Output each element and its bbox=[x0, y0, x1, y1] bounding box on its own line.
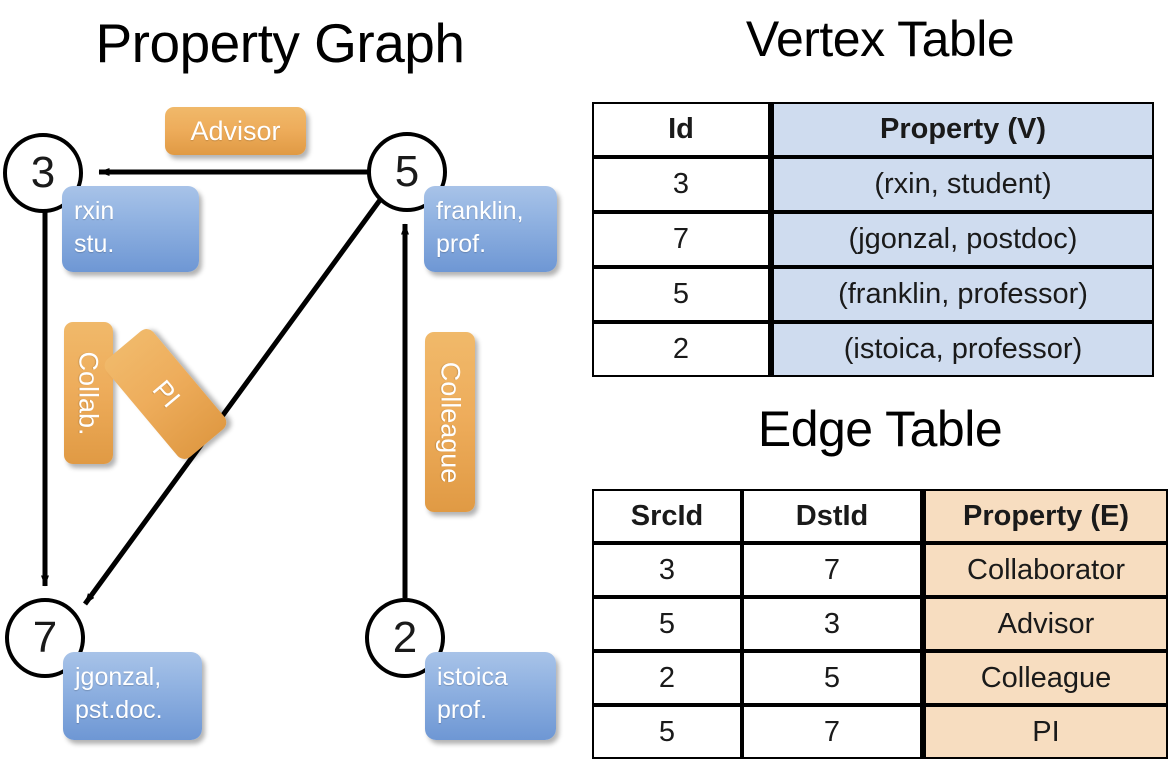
edge-table-cell-dstid: 3 bbox=[742, 597, 922, 651]
table-row: 5 3 Advisor bbox=[592, 597, 1168, 651]
vertex-callout-istoica: istoica prof. bbox=[425, 652, 556, 740]
vertex-table-cell-id: 7 bbox=[592, 212, 770, 267]
edge-table-cell-property: Collaborator bbox=[922, 543, 1168, 597]
vertex-table-cell-property: (franklin, professor) bbox=[770, 267, 1154, 322]
vertex-callout-franklin: franklin, prof. bbox=[424, 186, 557, 272]
table-header-row: Id Property (V) bbox=[592, 102, 1154, 157]
vertex-callout-rxin-line1: rxin bbox=[74, 197, 115, 225]
edge-table-cell-srcid: 5 bbox=[592, 705, 742, 759]
edge-table-cell-property: Advisor bbox=[922, 597, 1168, 651]
vertex-table: Id Property (V) 3 (rxin, student) 7 (jgo… bbox=[592, 102, 1154, 377]
section-title-edge-table: Edge Table bbox=[757, 401, 1003, 457]
vertex-table-cell-id: 2 bbox=[592, 322, 770, 377]
edge-table-cell-srcid: 3 bbox=[592, 543, 742, 597]
edge-table-cell-dstid: 7 bbox=[742, 543, 922, 597]
edge-line-pi bbox=[82, 198, 383, 606]
page-title-property-graph: Property Graph bbox=[95, 12, 465, 74]
table-header-row: SrcId DstId Property (E) bbox=[592, 489, 1168, 543]
edge-table-cell-dstid: 5 bbox=[742, 651, 922, 705]
table-row: 5 7 PI bbox=[592, 705, 1168, 759]
edge-table: SrcId DstId Property (E) 3 7 Collaborato… bbox=[592, 489, 1168, 759]
edge-table-cell-dstid: 7 bbox=[742, 705, 922, 759]
edge-callout-colleague: Colleague bbox=[425, 332, 475, 512]
vertex-callout-jgonzal-line2: pst.doc. bbox=[75, 695, 163, 724]
edge-table-cell-srcid: 2 bbox=[592, 651, 742, 705]
graph-node-2[interactable]: 2 bbox=[365, 598, 445, 678]
table-row: 7 (jgonzal, postdoc) bbox=[592, 212, 1154, 267]
table-row: 5 (franklin, professor) bbox=[592, 267, 1154, 322]
edge-callout-advisor-text: Advisor bbox=[190, 115, 281, 146]
vertex-table-cell-property: (jgonzal, postdoc) bbox=[770, 212, 1154, 267]
edge-table-header-srcid: SrcId bbox=[592, 489, 742, 543]
vertex-callout-franklin-line1: franklin, bbox=[436, 197, 524, 225]
edge-table-cell-srcid: 5 bbox=[592, 597, 742, 651]
table-row: 2 5 Colleague bbox=[592, 651, 1168, 705]
edge-callout-colleague-text: Colleague bbox=[435, 361, 466, 483]
edge-callout-pi-text: PI bbox=[146, 374, 186, 414]
vertex-table-header-property: Property (V) bbox=[770, 102, 1154, 157]
edge-callout-collab: Collab. bbox=[64, 322, 113, 464]
vertex-callout-rxin-line2: stu. bbox=[74, 229, 115, 258]
edge-table-header-property: Property (E) bbox=[922, 489, 1168, 543]
edge-table-cell-property: Colleague bbox=[922, 651, 1168, 705]
vertex-callout-franklin-line2: prof. bbox=[436, 229, 487, 258]
vertex-callout-istoica-line1: istoica bbox=[437, 663, 508, 691]
table-row: 2 (istoica, professor) bbox=[592, 322, 1154, 377]
vertex-table-cell-property: (rxin, student) bbox=[770, 157, 1154, 212]
vertex-table-cell-id: 3 bbox=[592, 157, 770, 212]
table-row: 3 7 Collaborator bbox=[592, 543, 1168, 597]
edge-callout-advisor: Advisor bbox=[165, 107, 306, 155]
graph-edges-layer bbox=[41, 168, 409, 606]
edge-table-header-dstid: DstId bbox=[742, 489, 922, 543]
edge-table-cell-property: PI bbox=[922, 705, 1168, 759]
vertex-table-header-id: Id bbox=[592, 102, 770, 157]
vertex-callout-rxin: rxin stu. bbox=[62, 186, 199, 272]
table-row: 3 (rxin, student) bbox=[592, 157, 1154, 212]
edge-callout-collab-text: Collab. bbox=[74, 350, 105, 436]
vertex-callout-jgonzal-line1: jgonzal, bbox=[75, 663, 162, 691]
vertex-callout-jgonzal: jgonzal, pst.doc. bbox=[63, 652, 202, 740]
vertex-callout-istoica-line2: prof. bbox=[437, 695, 488, 724]
vertex-table-cell-id: 5 bbox=[592, 267, 770, 322]
property-graph-diagram: 3 5 7 2 rxin stu. franklin, prof. jgonza… bbox=[3, 107, 557, 740]
vertex-table-cell-property: (istoica, professor) bbox=[770, 322, 1154, 377]
section-title-vertex-table: Vertex Table bbox=[745, 11, 1015, 67]
graph-node-5[interactable]: 5 bbox=[367, 132, 447, 212]
